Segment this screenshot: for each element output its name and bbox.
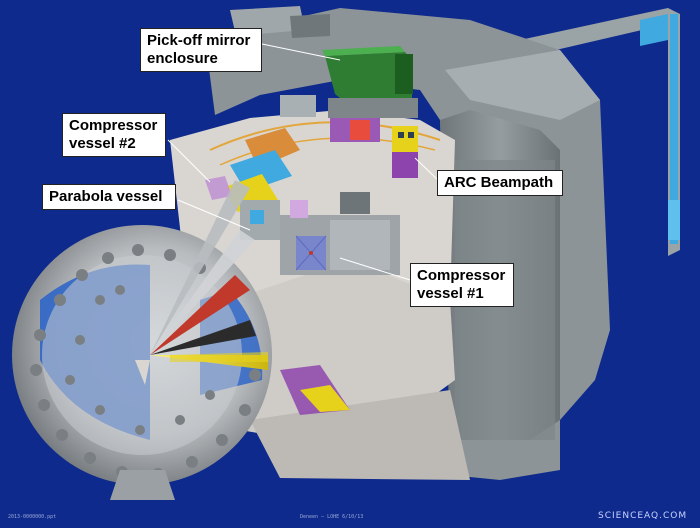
label-arc-beampath: ARC Beampath [437, 170, 563, 196]
laser-beams [150, 180, 268, 370]
label-parabola-vessel: Parabola vessel [42, 184, 176, 210]
label-compressor2-line1: Compressor [69, 117, 158, 134]
label-compressor-vessel-1: Compressor vessel #1 [410, 263, 514, 307]
footer-center: Deneen – LOHE 6/10/13 [300, 514, 364, 520]
label-pickoff-mirror-enclosure: Pick-off mirror enclosure [140, 28, 262, 72]
beam-tube-right [520, 8, 680, 256]
label-compressor1-line1: Compressor [417, 267, 506, 284]
lower-diagnostics [280, 365, 350, 415]
label-pickoff-line2: enclosure [147, 50, 218, 67]
pickoff-mirror-enclosure [322, 46, 418, 118]
footer-left: 2013-0000000.ppt [8, 514, 57, 520]
parabola-vessel [240, 200, 308, 240]
label-pickoff-line1: Pick-off mirror [147, 32, 251, 49]
watermark: SCIENCEAQ.COM [598, 511, 688, 521]
label-compressor-vessel-2: Compressor vessel #2 [62, 113, 166, 157]
compressor-vessel-1 [280, 192, 400, 275]
label-compressor2-line2: vessel #2 [69, 135, 136, 152]
label-compressor1-line2: vessel #1 [417, 285, 484, 302]
leader-lines [167, 43, 439, 281]
arc-beampath-equipment [280, 95, 418, 178]
label-parabola-text: Parabola vessel [49, 188, 163, 205]
label-arc-text: ARC Beampath [444, 174, 554, 191]
